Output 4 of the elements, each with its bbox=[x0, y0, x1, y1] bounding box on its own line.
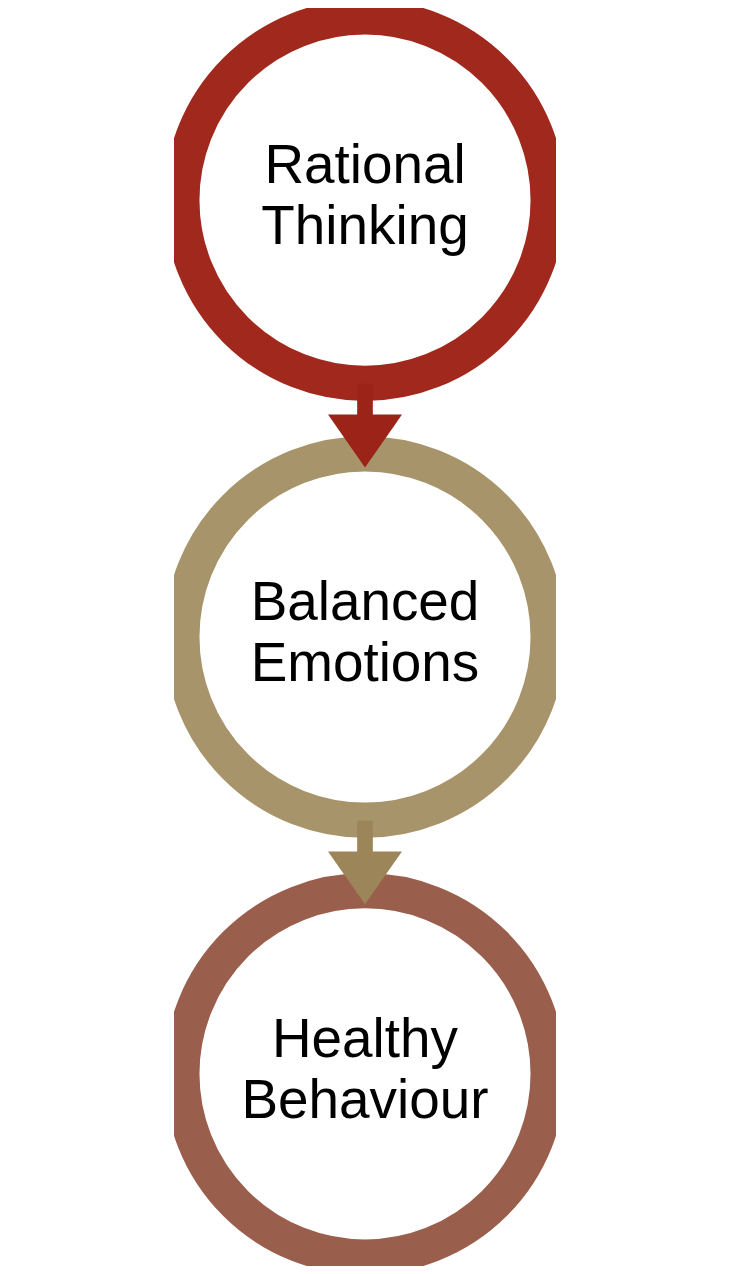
node-circle: Rational Thinking bbox=[174, 8, 556, 401]
node-circle: Healthy Behaviour bbox=[174, 873, 556, 1266]
node-circle: Balanced Emotions bbox=[174, 436, 556, 838]
arrow bbox=[328, 820, 402, 905]
